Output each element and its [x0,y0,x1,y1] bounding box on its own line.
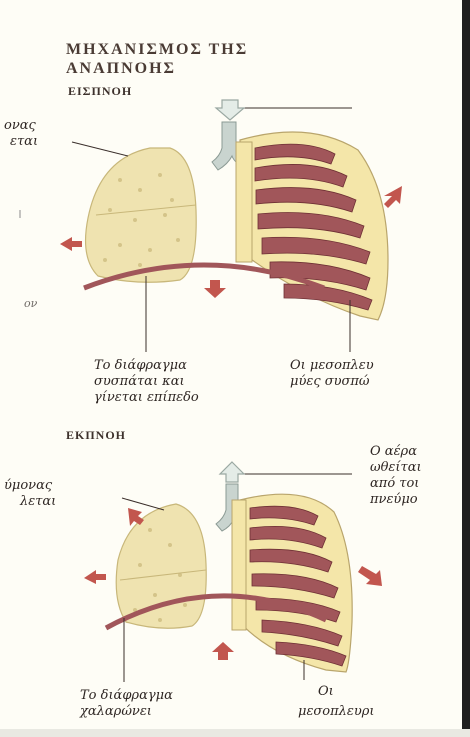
inhale-muscles-label-line1: Οι μεσοπλευ [290,358,374,373]
exhale-contract-arrow-left [84,570,106,584]
inhale-diaphragm-down-arrow [204,280,226,298]
inhale-side-mark: ον [24,296,37,311]
exhale-muscles-label-line1: Οι [318,684,334,699]
inhale-sternum [236,142,252,262]
inhale-diaphragm-label-line2: συσπάται και [94,374,185,389]
inhale-left-label-line2: εται [10,134,38,149]
exhale-air-out-arrow [220,462,244,482]
exhale-diaphragm-up-arrow [212,642,234,660]
exhale-air-label-line1: Ο αέρα [370,444,417,459]
exhale-left-label-line1: ύμονας [4,478,52,493]
inhale-air-in-arrow [216,100,244,120]
inhale-lung [86,148,197,282]
exhale-contract-arrow-right [358,566,382,586]
inhale-muscles-label-line2: μύες συσπώ [290,374,370,389]
inhale-expand-arrow-right [384,186,402,208]
exhale-air-label-line3: από τοι [370,476,419,491]
page-edge-bottom [0,729,470,737]
inhale-diaphragm-label-line3: γίνεται επίπεδο [94,390,199,405]
exhale-sternum [232,500,246,630]
inhale-diaphragm-label-line1: Το διάφραγμα [94,358,187,373]
page-edge-right [462,0,470,737]
inhale-left-label-line1: ονας [4,118,36,133]
inhale-figure [20,100,402,352]
exhale-left-label-line2: λεται [20,494,56,509]
exhale-figure [84,462,382,682]
exhale-diaphragm-label-line1: Το διάφραγμα [80,688,173,703]
exhale-air-label-line2: ωθείται [370,460,422,475]
exhale-heading: ΕΚΠΝΟΗ [66,428,126,443]
exhale-muscles-label-line2: μεσοπλευρι [298,704,375,719]
inhale-expand-arrow-left [60,237,82,251]
exhale-diaphragm-label-line2: χαλαρώνει [80,704,152,719]
exhale-air-label-line4: πνεύμο [370,492,418,507]
